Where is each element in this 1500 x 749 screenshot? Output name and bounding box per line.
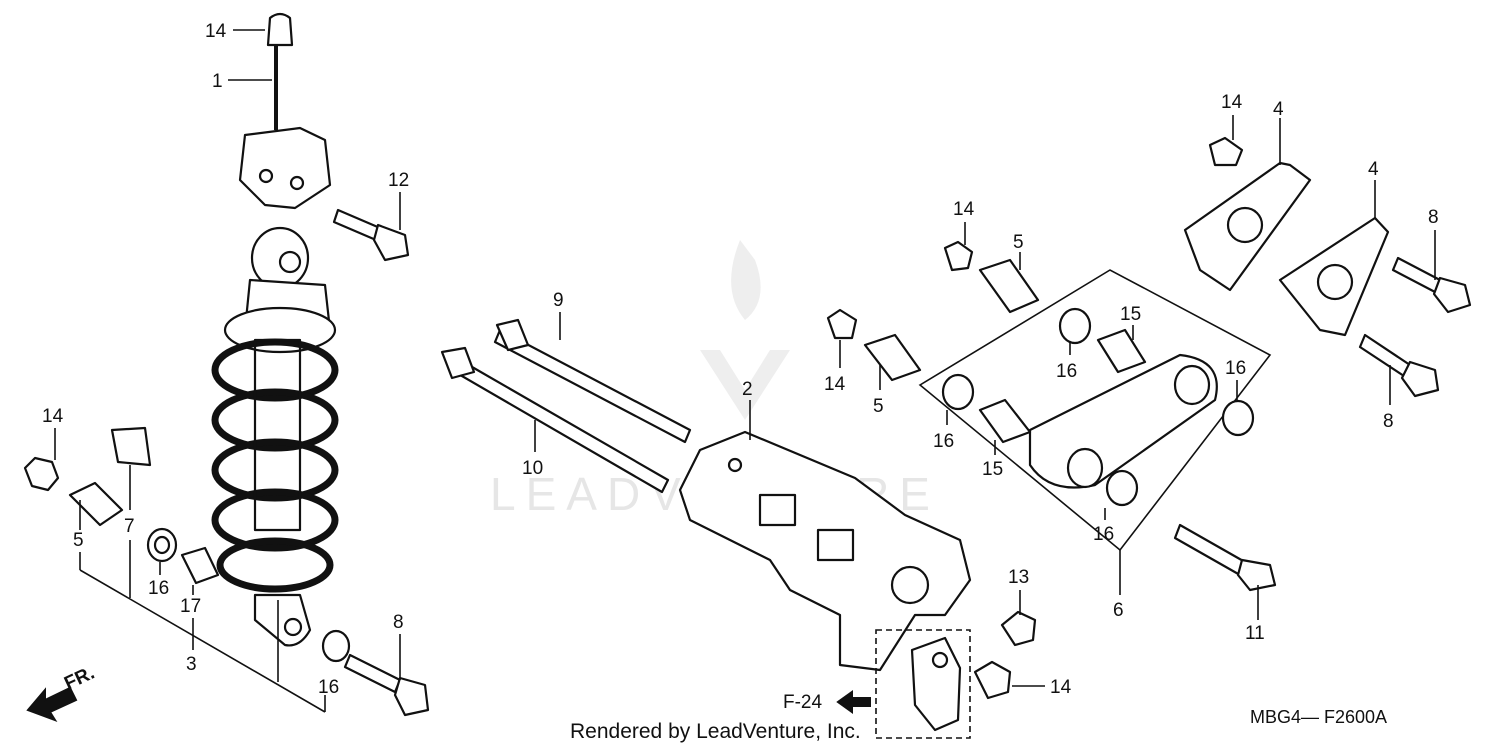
callout-2: 2 [742, 379, 753, 400]
callout-4: 4 [1368, 159, 1379, 180]
callout-16: 16 [1093, 524, 1114, 545]
callout-1: 1 [212, 71, 223, 92]
callout-6: 6 [1113, 600, 1124, 621]
collar-5-mid [863, 333, 922, 382]
label-7 [110, 426, 152, 467]
callout-14: 14 [953, 199, 975, 220]
rendered-by: Rendered by LeadVenture, Inc. [570, 720, 861, 743]
callout-4: 4 [1273, 99, 1284, 120]
bushing-15-mid [978, 398, 1032, 444]
diagram-code: MBG4— F2600A [1250, 707, 1387, 727]
collar-5-top [978, 258, 1040, 314]
callout-14: 14 [1050, 677, 1072, 698]
bushing-17 [180, 546, 220, 585]
leader-lines [54, 29, 1436, 713]
left-small-parts [23, 208, 430, 717]
frame-bracket [678, 430, 972, 739]
callout-14: 14 [824, 374, 846, 395]
callouts: 14 1 12 14 5 7 16 17 3 16 8 9 10 2 14 5 … [42, 21, 1439, 698]
callout-8: 8 [1383, 411, 1394, 432]
callout-11: 11 [1245, 623, 1265, 644]
front-indicator: FR. [26, 663, 98, 722]
bolt-8-lower [343, 653, 402, 694]
callout-9: 9 [553, 290, 564, 311]
callout-10: 10 [522, 458, 543, 479]
front-arrow-icon [26, 686, 78, 722]
callout-7: 7 [124, 516, 135, 537]
nut-14-top [1208, 136, 1244, 167]
callout-5: 5 [873, 396, 884, 417]
callout-15: 15 [982, 459, 1003, 480]
callout-16: 16 [1225, 358, 1246, 379]
callout-5: 5 [1013, 232, 1024, 253]
callout-13: 13 [1008, 567, 1029, 588]
callout-16: 16 [1056, 361, 1077, 382]
callout-14: 14 [1221, 92, 1243, 113]
bearing-16-lower [321, 629, 351, 663]
callout-5: 5 [73, 530, 84, 551]
bearing-16-c [1221, 399, 1255, 437]
long-bolts [440, 318, 692, 494]
callout-16: 16 [318, 677, 339, 698]
callout-16: 16 [933, 431, 954, 452]
shock-absorber [211, 12, 339, 647]
bearing-16-b [941, 373, 975, 411]
left-arrow-icon [836, 690, 871, 714]
bearing-16-d [1105, 469, 1139, 507]
bearing-16-left [146, 527, 178, 563]
bushing-15-top [1096, 328, 1147, 374]
ref-f24: F-24 [783, 692, 823, 713]
reference-label: F-24 [783, 690, 871, 714]
bearing-16-a [1058, 307, 1092, 345]
nut-14-a [943, 240, 974, 272]
link-plates [973, 136, 1472, 700]
callout-12: 12 [388, 170, 409, 191]
callout-16: 16 [148, 578, 169, 599]
callout-8: 8 [1428, 207, 1439, 228]
callout-17: 17 [180, 596, 201, 617]
callout-14: 14 [205, 21, 227, 42]
callout-15: 15 [1120, 304, 1141, 325]
nut-14-b [826, 308, 858, 340]
callout-14: 14 [42, 406, 64, 427]
linkage-assembly [826, 240, 1272, 552]
callout-3: 3 [186, 654, 197, 675]
collar-5-left [68, 481, 124, 527]
nut-14-left [23, 456, 60, 492]
callout-8: 8 [393, 612, 404, 633]
